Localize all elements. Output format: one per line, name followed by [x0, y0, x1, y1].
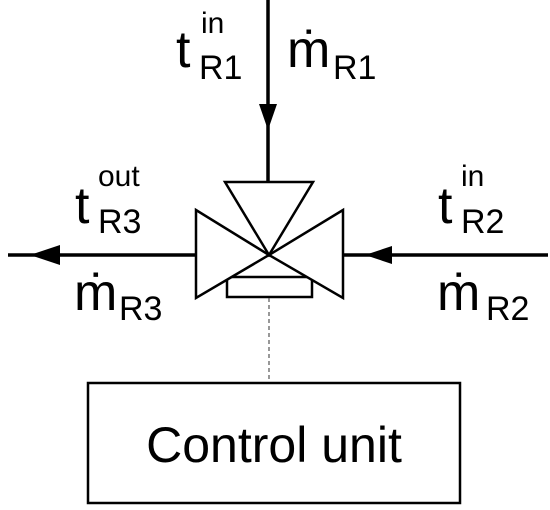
- label-t-r3: t out R3: [75, 160, 141, 241]
- valve-top-cone: [222, 180, 316, 258]
- control-unit-box: [86, 381, 462, 505]
- label-t-r2: t in R2: [438, 160, 504, 241]
- svg-text:in: in: [201, 7, 224, 40]
- valve-actuator-box: [225, 275, 314, 299]
- svg-text:ṁ: ṁ: [437, 264, 480, 322]
- label-m-r2: ṁ R2: [437, 264, 529, 328]
- svg-text:in: in: [461, 160, 484, 193]
- label-m-r1: ṁ R1: [287, 21, 376, 87]
- svg-text:R1: R1: [333, 49, 376, 87]
- svg-text:R3: R3: [98, 203, 141, 241]
- svg-text:t: t: [75, 177, 90, 235]
- label-t-r1: t in R1: [176, 7, 242, 87]
- valve-right-cone: [266, 207, 345, 301]
- control-unit-label: Control unit: [146, 417, 402, 473]
- svg-text:R2: R2: [486, 290, 529, 328]
- svg-text:R2: R2: [461, 203, 504, 241]
- svg-text:R1: R1: [199, 49, 242, 87]
- svg-text:ṁ: ṁ: [287, 21, 330, 79]
- arrow-r1-down: [259, 104, 277, 130]
- svg-text:ṁ: ṁ: [74, 264, 117, 322]
- label-m-r3: ṁ R3: [74, 264, 162, 328]
- valve-left-cone: [194, 207, 272, 301]
- svg-text:out: out: [98, 160, 140, 193]
- svg-text:R3: R3: [119, 290, 162, 328]
- svg-text:t: t: [438, 177, 453, 235]
- arrow-r3-left: [30, 245, 60, 265]
- svg-text:t: t: [176, 21, 191, 79]
- arrow-r2-left: [365, 246, 392, 264]
